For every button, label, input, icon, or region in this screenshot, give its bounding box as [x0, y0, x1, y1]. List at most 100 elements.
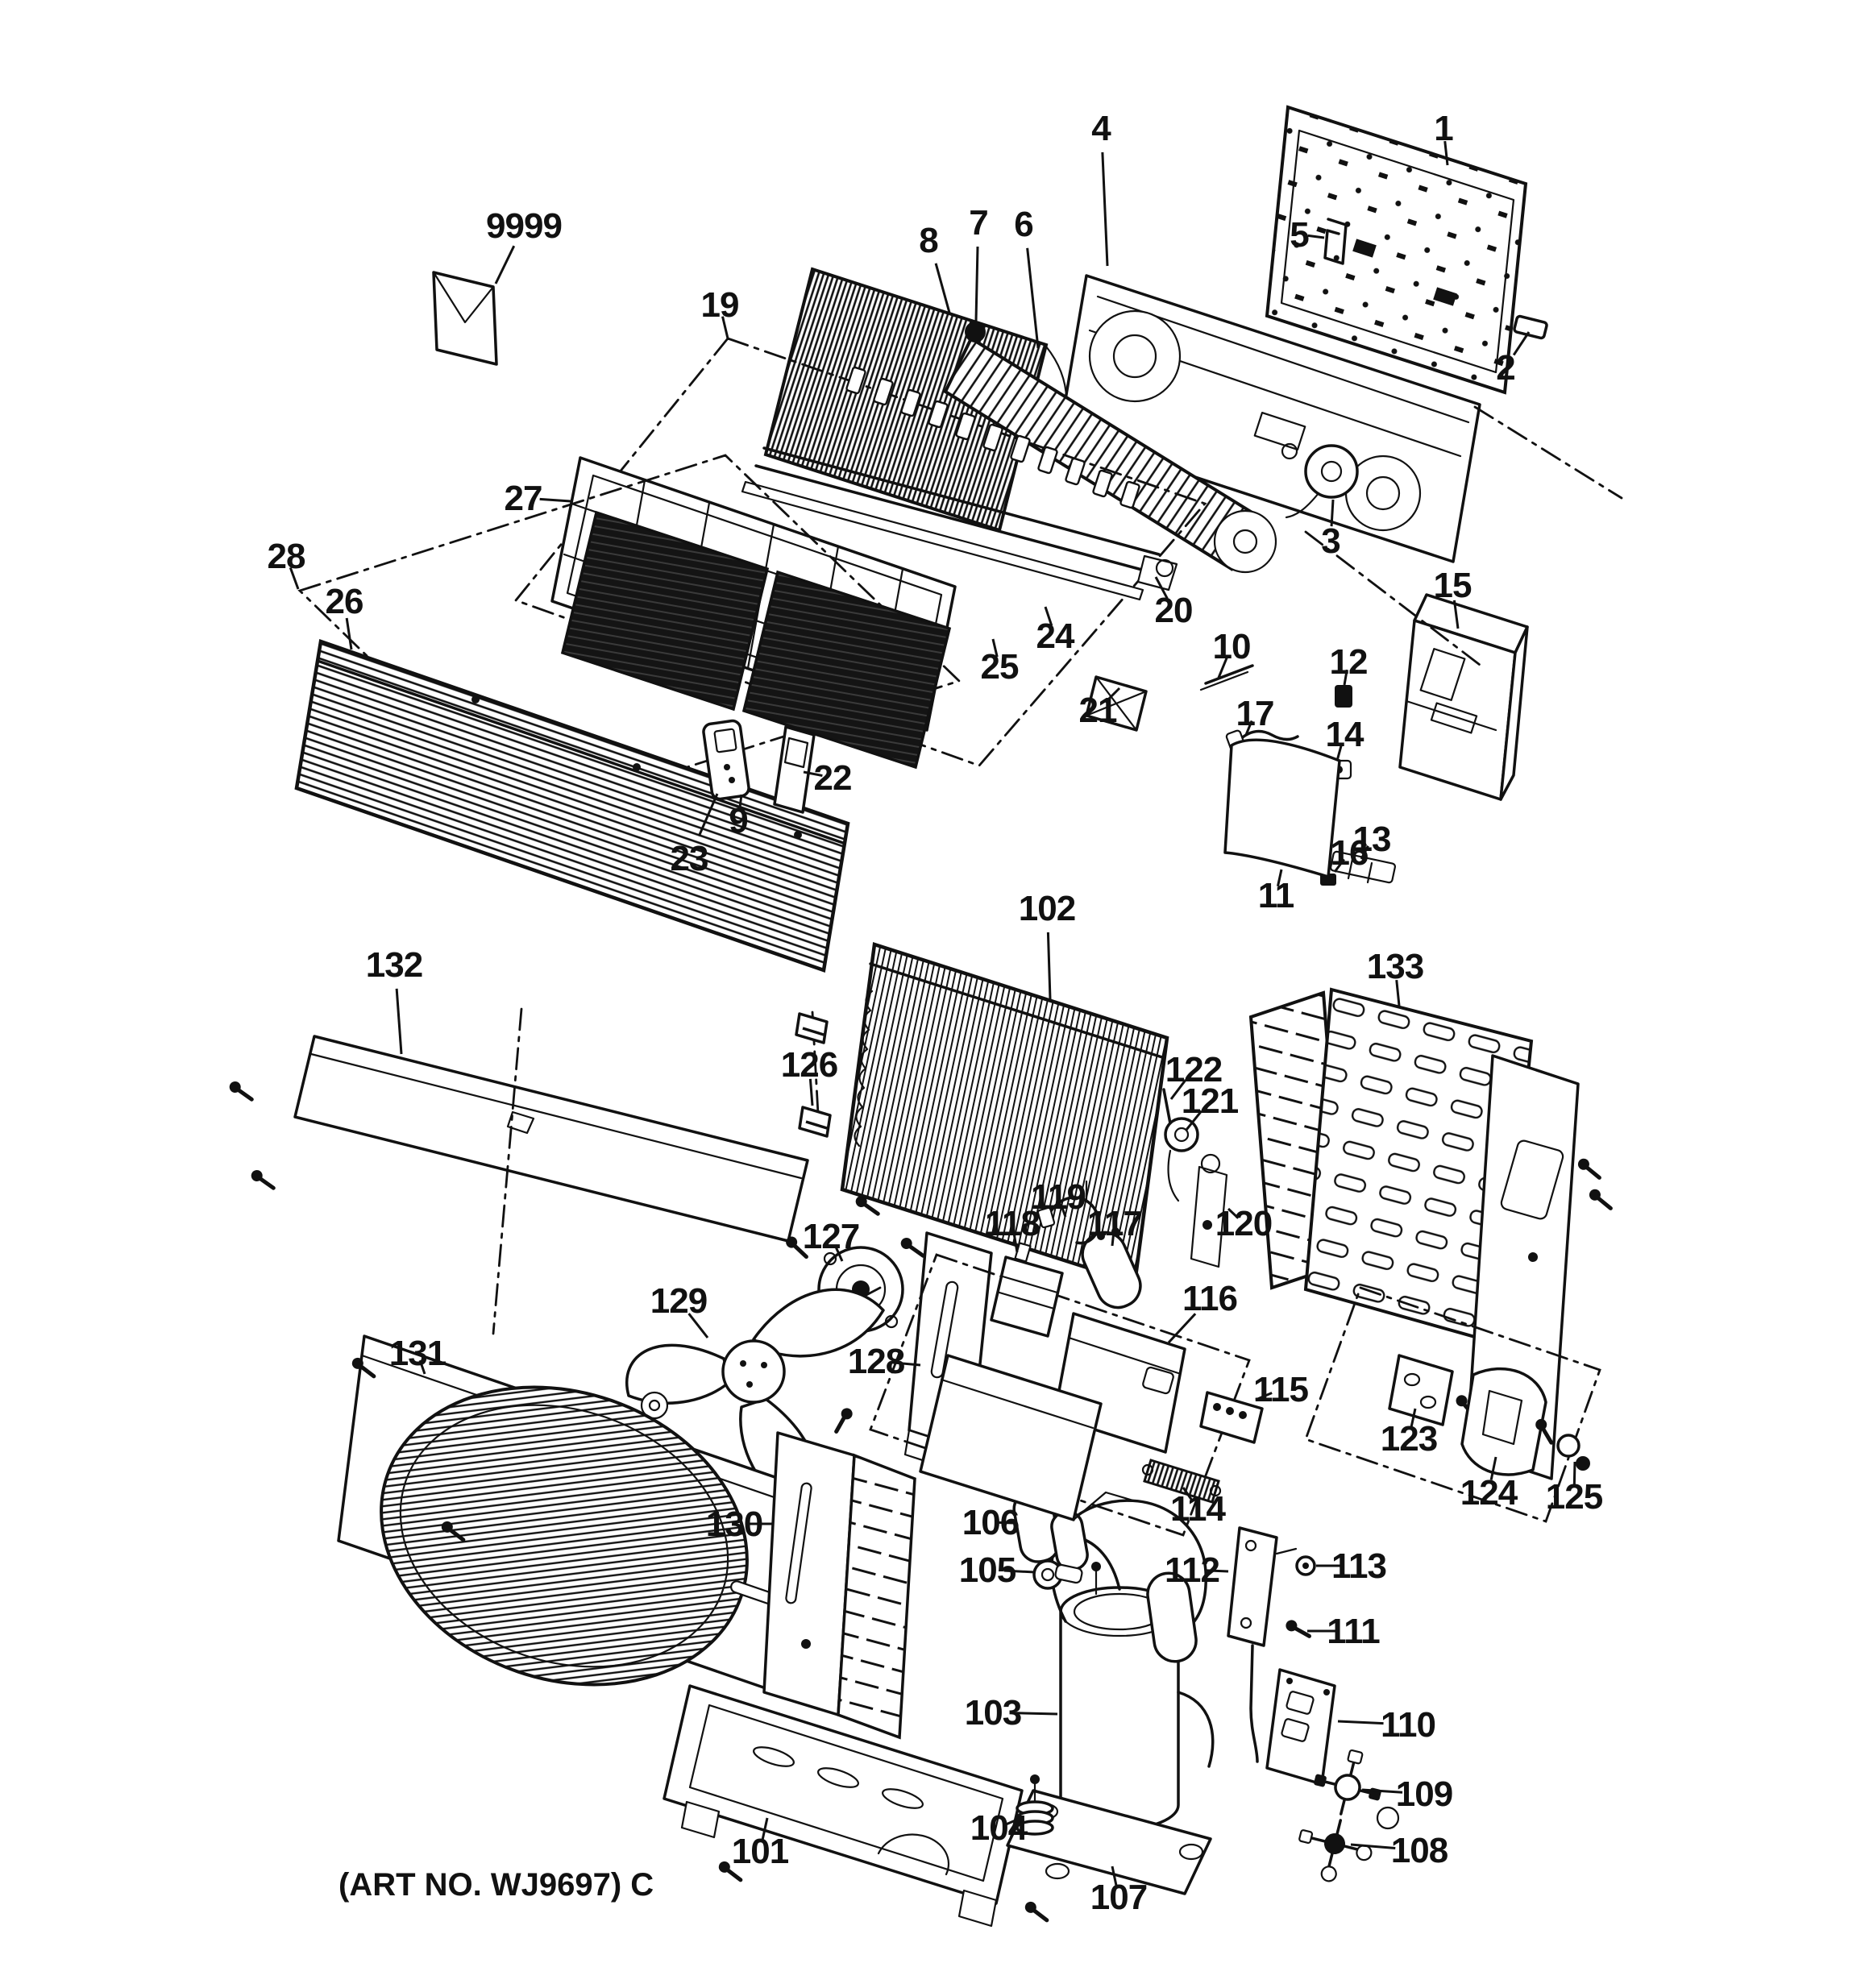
callout-113: 113 — [1331, 1546, 1386, 1586]
callout-103: 103 — [965, 1693, 1021, 1733]
callout-125: 125 — [1546, 1477, 1603, 1517]
callout-106: 106 — [962, 1503, 1019, 1542]
leader-14 — [1335, 743, 1344, 762]
construction-line-c — [492, 1007, 523, 1335]
leader-26 — [345, 617, 353, 650]
group-28-boundary — [297, 454, 962, 818]
leader-24 — [1044, 606, 1053, 626]
callout-20: 20 — [1155, 591, 1193, 630]
callout-131: 131 — [389, 1334, 447, 1373]
part-control-box-15 — [1398, 593, 1529, 801]
callout-5: 5 — [1290, 215, 1309, 255]
callout-4: 4 — [1091, 109, 1111, 148]
part-remote-control — [702, 719, 750, 801]
callout-122: 122 — [1165, 1050, 1222, 1089]
part-partition-panel — [762, 1407, 916, 1740]
callout-1: 1 — [1434, 109, 1453, 148]
leader-16 — [1333, 858, 1345, 873]
callout-7: 7 — [969, 203, 987, 243]
part-caps-125 — [1556, 1434, 1590, 1471]
part-cover-plate-110 — [1265, 1668, 1336, 1786]
part-base-pan — [663, 1684, 1051, 1928]
part-terminal-cover-11 — [1223, 738, 1341, 878]
callout-107: 107 — [1090, 1878, 1147, 1917]
callout-114: 114 — [1170, 1489, 1227, 1529]
leader-21 — [1104, 687, 1121, 703]
leader-5 — [1307, 234, 1325, 239]
part-cover-strip-22 — [773, 725, 816, 814]
callout-132: 132 — [366, 945, 422, 985]
part-valve-bracket-112 — [1227, 1526, 1298, 1763]
leader-17 — [1244, 720, 1253, 736]
callout-116: 116 — [1182, 1279, 1237, 1318]
part-front-panel-indoor — [294, 639, 850, 973]
construction-line-b — [1304, 530, 1485, 669]
leader-28 — [289, 567, 300, 590]
callout-10: 10 — [1213, 627, 1251, 666]
group-right-boundary — [1304, 1286, 1601, 1523]
callout-133: 133 — [1367, 947, 1423, 986]
callout-127: 127 — [803, 1217, 859, 1256]
outdoor-unit-group — [227, 942, 1614, 1928]
leader-109 — [1361, 1788, 1403, 1794]
leader-27 — [539, 497, 571, 503]
callout-19: 19 — [701, 285, 739, 325]
leader-133 — [1395, 979, 1401, 1006]
callout-101: 101 — [732, 1832, 789, 1871]
leader-102 — [1046, 932, 1052, 1000]
leader-6 — [1026, 247, 1040, 349]
callout-3: 3 — [1321, 521, 1340, 561]
leader-104 — [1004, 1818, 1018, 1826]
leader-110 — [1337, 1720, 1384, 1725]
callout-23: 23 — [671, 839, 708, 878]
part-heater-114 — [1141, 1459, 1222, 1504]
leader-121 — [1185, 1110, 1203, 1131]
part-clips-126 — [795, 1011, 832, 1138]
leader-101 — [761, 1817, 769, 1840]
instruction-envelope — [432, 271, 498, 366]
part-plate-123 — [1388, 1354, 1481, 1426]
leader-12 — [1343, 669, 1348, 686]
callout-119: 119 — [1031, 1177, 1086, 1217]
callout-6: 6 — [1014, 205, 1032, 244]
leader-1 — [1443, 140, 1449, 166]
leader-10 — [1217, 657, 1228, 679]
leader-3 — [1330, 499, 1335, 527]
leader-126 — [808, 1078, 814, 1106]
part-valve-109 — [1314, 1749, 1381, 1816]
part-transformer-118 — [990, 1242, 1064, 1338]
callout-16: 16 — [1331, 833, 1369, 873]
callout-24: 24 — [1036, 616, 1075, 656]
part-chassis — [1058, 274, 1481, 563]
callout-27: 27 — [505, 479, 542, 518]
part-terminal-13 — [1330, 850, 1396, 884]
callout-118: 118 — [985, 1204, 1040, 1243]
leader-124 — [1489, 1456, 1497, 1480]
callout-120: 120 — [1215, 1204, 1272, 1243]
callout-9: 9 — [729, 801, 747, 840]
leader-105 — [1003, 1569, 1036, 1574]
leader-115 — [1255, 1392, 1273, 1401]
callout-8: 8 — [919, 221, 938, 260]
callout-104: 104 — [970, 1808, 1028, 1848]
leader-114 — [1182, 1487, 1194, 1502]
callout-15: 15 — [1434, 566, 1472, 605]
leader-116 — [1167, 1313, 1197, 1344]
leader-8 — [934, 263, 951, 313]
callout-130: 130 — [706, 1504, 762, 1544]
part-wire-119 — [1036, 1180, 1101, 1245]
leader-107 — [1111, 1866, 1118, 1887]
callout-128: 128 — [848, 1342, 905, 1381]
callout-124: 124 — [1460, 1473, 1518, 1513]
part-pipe-bracket-120 — [1190, 1153, 1228, 1268]
leader-128 — [891, 1361, 921, 1367]
part-washer — [640, 1391, 669, 1420]
callout-102: 102 — [1019, 889, 1075, 928]
callout-22: 22 — [814, 758, 852, 798]
part-screw-111 — [1285, 1619, 1311, 1636]
leader-9999 — [494, 245, 516, 284]
part-fuse-12 — [1335, 685, 1352, 708]
